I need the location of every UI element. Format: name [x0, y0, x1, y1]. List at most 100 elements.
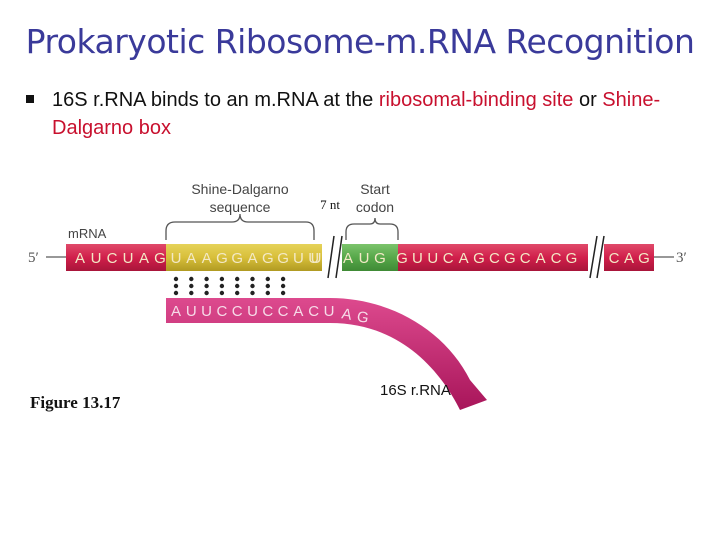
- bullet-square-icon: [26, 95, 34, 103]
- base-pair-dot: [250, 276, 255, 282]
- base-pair-dot: [173, 283, 179, 289]
- mrna-start-codon-base: U: [359, 250, 370, 267]
- base-pair-dot: [173, 276, 179, 282]
- mrna-coding-base: U: [412, 250, 423, 267]
- rrna-base: U: [324, 303, 335, 320]
- coding-break-slash-2: [596, 235, 605, 279]
- rrna-base: A: [171, 303, 181, 320]
- bullet-text: 16S r.RNA binds to an m.RNA at the ribos…: [52, 86, 702, 142]
- base-pair-dot: [265, 276, 270, 282]
- rrna-base: C: [278, 303, 289, 320]
- rrna-base: A: [293, 303, 303, 320]
- mrna-coding-base: G: [473, 250, 485, 267]
- rrna-base: C: [216, 303, 227, 320]
- base-pair-dots: [173, 276, 286, 296]
- base-pair-dot: [235, 290, 240, 296]
- slide-title: Prokaryotic Ribosome-m.RNA Recognition: [25, 22, 695, 61]
- mrna-tail-base: C: [609, 250, 620, 267]
- mrna-coding-base: G: [504, 250, 516, 267]
- base-pair-dot: [265, 283, 270, 289]
- bullet-text-part1: 16S r.RNA binds to an m.RNA at the: [52, 89, 379, 111]
- shine-dalgarno-bracket: [165, 213, 315, 240]
- mrna-coding-base: A: [459, 250, 469, 267]
- figure-caption: Figure 13.17: [30, 393, 121, 412]
- base-pair-dot: [219, 290, 225, 296]
- start-codon-region: [340, 244, 398, 271]
- mrna-spacer-base: U: [311, 250, 322, 267]
- shine-dalgarno-label-line1: Shine-Dalgarno: [191, 181, 288, 197]
- spacer-length-label: 7 nt: [320, 197, 340, 212]
- rrna-strand: [166, 298, 487, 410]
- three-prime-label: 3′: [676, 250, 687, 266]
- coding-break-slash-1: [589, 235, 598, 279]
- start-codon-label-line1: Start: [360, 181, 390, 197]
- mrna-coding-base: A: [536, 250, 546, 267]
- base-pair-dot: [250, 290, 255, 296]
- mrna-lead-base: A: [139, 250, 149, 267]
- rrna-base: C: [262, 303, 273, 320]
- mrna-sd-base: A: [202, 250, 212, 267]
- mrna-start-codon-base: G: [374, 250, 386, 267]
- base-pair-dot: [189, 283, 194, 289]
- mrna-sd-base: U: [308, 250, 319, 267]
- five-prime-label: 5′: [28, 250, 39, 266]
- base-pair-dot: [204, 276, 209, 282]
- rrna-base: U: [247, 303, 258, 320]
- rrna-base: C: [308, 303, 319, 320]
- rrna-base: A: [340, 305, 353, 323]
- shine-dalgarno-box-highlight: Shine-Dalgarno box: [52, 89, 661, 139]
- mrna-start-codon-base: A: [343, 250, 353, 267]
- base-pair-dot: [250, 283, 255, 289]
- rrna-base: G: [356, 308, 370, 327]
- shine-dalgarno-label-line2: sequence: [210, 199, 271, 215]
- base-pair-dot: [189, 290, 194, 296]
- mrna-tail-base: G: [638, 250, 650, 267]
- rrna-base: C: [232, 303, 243, 320]
- base-pair-dot: [280, 290, 286, 296]
- rrna-label: 16S r.RNA: [380, 382, 451, 399]
- mrna-coding-base: C: [489, 250, 500, 267]
- base-pair-dot: [204, 290, 209, 296]
- base-pair-dot: [219, 276, 225, 282]
- base-pair-dot: [235, 276, 240, 282]
- spacer-break-slash-2: [335, 235, 343, 279]
- mrna-lead-base: A: [75, 250, 85, 267]
- base-pair-dot: [235, 283, 240, 289]
- mrna-coding-base: C: [520, 250, 531, 267]
- mrna-lead-base: U: [123, 250, 134, 267]
- mrna-sd-base: G: [262, 250, 274, 267]
- mrna-sd-base: A: [186, 250, 196, 267]
- mrna-coding-base: U: [427, 250, 438, 267]
- base-pair-dot: [219, 283, 225, 289]
- shine-dalgarno-region: [166, 244, 326, 271]
- start-codon-label-line2: codon: [356, 199, 394, 215]
- rrna-base: U: [186, 303, 197, 320]
- base-pair-dot: [189, 276, 194, 282]
- mrna-lead-base: C: [107, 250, 118, 267]
- mrna-sd-base: A: [247, 250, 257, 267]
- mrna-sd-base: G: [231, 250, 243, 267]
- ribosomal-binding-site-highlight: ribosomal-binding site: [378, 89, 574, 111]
- mrna-coding-base: G: [566, 250, 578, 267]
- mrna-coding-base: C: [443, 250, 454, 267]
- base-pair-dot: [280, 283, 286, 289]
- mrna-sd-base: G: [277, 250, 289, 267]
- rrna-base: U: [201, 303, 212, 320]
- base-pair-dot: [204, 283, 209, 289]
- base-pair-dot: [173, 290, 179, 296]
- mrna-coding-base: G: [396, 250, 408, 267]
- bullet-text-part2: or: [573, 89, 603, 111]
- start-codon-bracket: [345, 217, 399, 240]
- mrna-coding-base: C: [551, 250, 562, 267]
- spacer-break-slash-1: [327, 235, 335, 279]
- mrna-lead-base: G: [154, 250, 166, 267]
- mrna-tail-base: A: [624, 250, 634, 267]
- mrna-sd-base: U: [293, 250, 304, 267]
- mrna-sd-base: G: [216, 250, 228, 267]
- base-pair-dot: [280, 276, 286, 282]
- mrna-lead-base: U: [91, 250, 102, 267]
- mrna-label: mRNA: [68, 226, 107, 241]
